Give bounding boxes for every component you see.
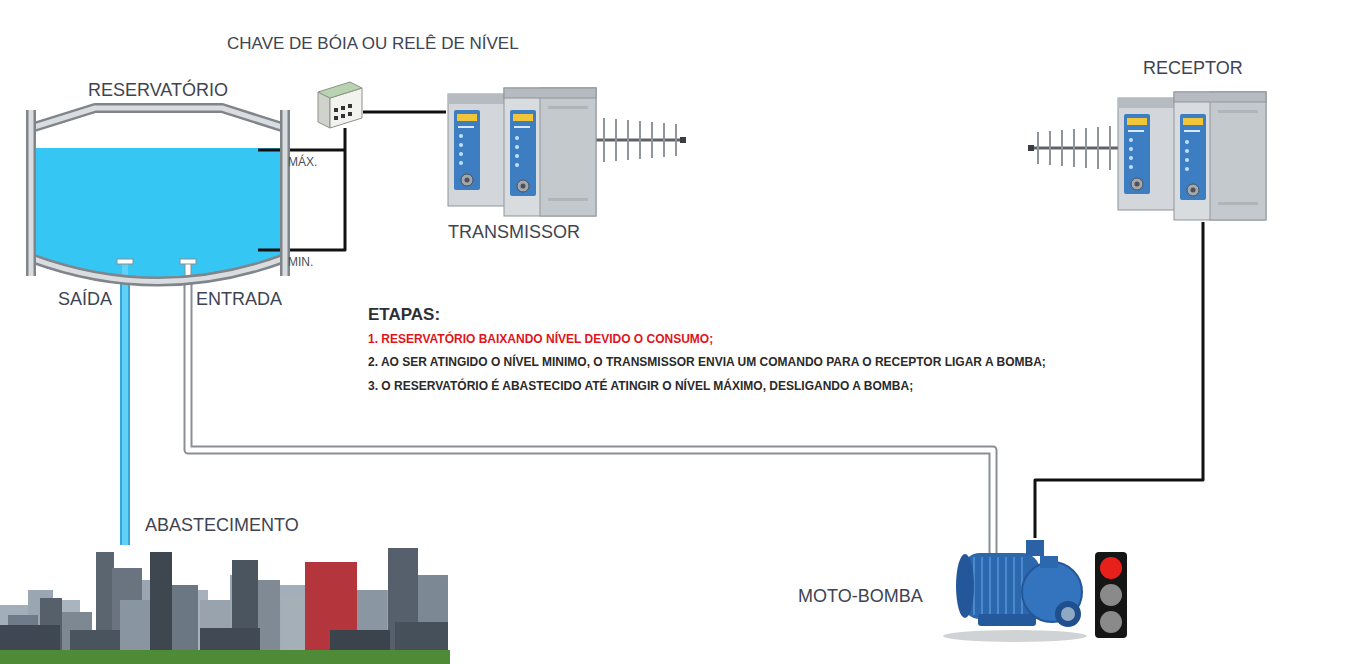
traffic-light — [1095, 552, 1127, 638]
pipe-label: ENTRADA — [196, 289, 282, 310]
node-heading: CHAVE DE BÓIA OU RELÊ DE NÍVEL — [227, 34, 519, 54]
node-heading: RESERVATÓRIO — [22, 80, 294, 101]
city-skyline — [0, 545, 450, 664]
pipe-label: SAÍDA — [58, 289, 112, 310]
outlet-pipe — [125, 265, 126, 545]
connector-stroke — [122, 265, 128, 545]
connector-stroke — [188, 265, 993, 538]
receiver-modules — [1030, 55, 1270, 222]
reservoir: RESERVATÓRIO — [22, 78, 294, 290]
reservoir-tank — [22, 78, 294, 290]
float-switch-relay — [315, 78, 363, 128]
step-note: 2. AO SER ATINGIDO O NÍVEL MINIMO, O TRA… — [368, 356, 1046, 370]
step-note: 1. RESERVATÓRIO BAIXANDO NÍVEL DEVIDO O … — [368, 333, 713, 347]
connector-stroke — [120, 265, 130, 545]
level-mark: MÁX. — [288, 156, 317, 170]
connector-stroke — [363, 111, 446, 114]
control-wire — [1035, 222, 1203, 538]
step-note: 3. O RESERVATÓRIO É ABASTECIDO ATÉ ATING… — [368, 380, 913, 394]
node-heading: ABASTECIMENTO — [145, 515, 299, 536]
transmitter: TRANSMISSOR — [446, 86, 690, 248]
float-switch: CHAVE DE BÓIA OU RELÊ DE NÍVEL — [315, 78, 363, 128]
city: ABASTECIMENTO — [0, 545, 450, 664]
signal-wire — [363, 112, 446, 113]
connector-stroke — [1035, 222, 1203, 538]
motor-pump: MOTO-BOMBA — [795, 538, 1090, 645]
connector-stroke — [188, 265, 993, 538]
steps-heading: ETAPAS: — [368, 305, 440, 325]
node-heading: TRANSMISSOR — [448, 222, 580, 243]
receiver: RECEPTOR — [1030, 55, 1270, 222]
node-heading: RECEPTOR — [1143, 58, 1243, 79]
level-mark: MIN. — [288, 256, 313, 270]
node-heading: MOTO-BOMBA — [798, 586, 923, 607]
inlet-pipe — [188, 265, 993, 538]
